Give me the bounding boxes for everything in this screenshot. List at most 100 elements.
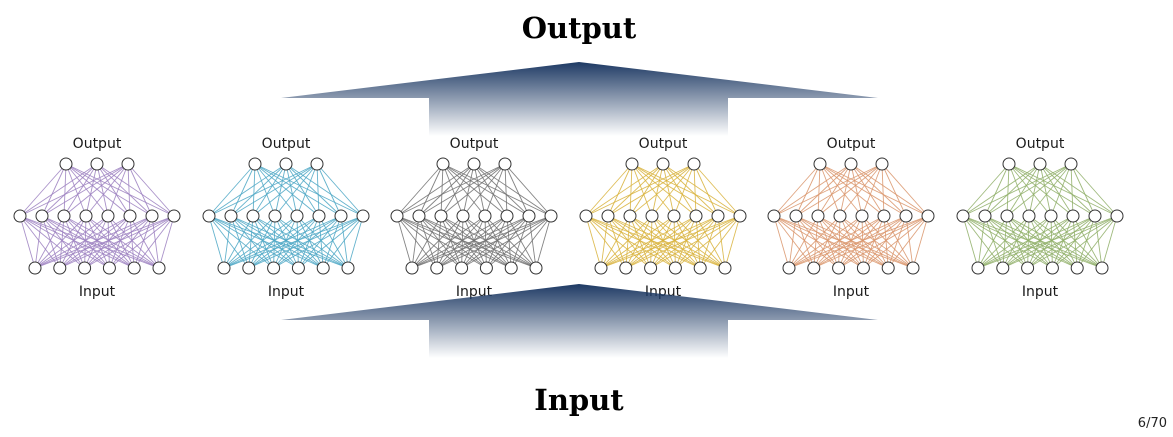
- network-output-label: Output: [1016, 136, 1065, 152]
- hidden-node: [921, 209, 935, 223]
- edge-output-hidden: [662, 163, 697, 217]
- edge-output-hidden: [316, 163, 342, 217]
- edge-hidden-input: [41, 215, 61, 269]
- edge-hidden-input: [813, 215, 907, 269]
- edge-hidden-input: [396, 215, 413, 269]
- edge-hidden-input: [107, 215, 135, 269]
- edge-hidden-input: [788, 215, 885, 269]
- edge-hidden-input: [208, 215, 250, 269]
- edge-hidden-input: [887, 215, 907, 269]
- edge-hidden-input: [813, 215, 885, 269]
- hidden-node: [334, 209, 348, 223]
- edge-hidden-input: [411, 215, 486, 269]
- hidden-node: [35, 209, 49, 223]
- input-node: [267, 261, 281, 275]
- edge-hidden-input: [724, 215, 741, 269]
- edge-output-hidden: [19, 163, 129, 217]
- edge-output-hidden: [442, 163, 486, 217]
- edge-hidden-input: [396, 215, 487, 269]
- edge-hidden-input: [675, 215, 719, 269]
- edge-hidden-input: [773, 215, 815, 269]
- edge-hidden-input: [248, 215, 342, 269]
- edge-hidden-input: [795, 215, 889, 269]
- input-node: [341, 261, 355, 275]
- edge-output-hidden: [254, 163, 276, 217]
- edge-output-hidden: [208, 163, 318, 217]
- input-node: [996, 261, 1010, 275]
- edge-hidden-input: [788, 215, 929, 269]
- edge-hidden-input: [396, 215, 438, 269]
- edge-hidden-input: [607, 215, 627, 269]
- edge-output-hidden: [462, 163, 506, 217]
- hidden-node: [101, 209, 115, 223]
- edge-hidden-input: [1072, 215, 1103, 269]
- edge-output-hidden: [107, 163, 129, 217]
- edge-output-hidden: [396, 163, 444, 217]
- edge-hidden-input: [462, 215, 537, 269]
- edge-hidden-input: [34, 215, 65, 269]
- output-node: [1064, 157, 1078, 171]
- hidden-node: [1022, 209, 1036, 223]
- edge-hidden-input: [675, 215, 741, 269]
- edge-hidden-input: [788, 215, 797, 269]
- edge-hidden-input: [861, 215, 914, 269]
- edge-output-hidden: [19, 163, 67, 217]
- edge-hidden-input: [695, 215, 726, 269]
- input-node: [430, 261, 444, 275]
- output-node: [625, 157, 639, 171]
- edge-hidden-input: [396, 215, 462, 269]
- input-node: [127, 261, 141, 275]
- network-edges: [208, 163, 364, 269]
- edge-hidden-input: [600, 215, 653, 269]
- edge-hidden-input: [600, 215, 719, 269]
- edge-hidden-input: [318, 215, 349, 269]
- edge-output-hidden: [440, 163, 506, 217]
- edge-hidden-input: [298, 215, 342, 269]
- edge-hidden-input: [629, 215, 726, 269]
- hidden-node: [434, 209, 448, 223]
- edge-hidden-input: [1052, 215, 1118, 269]
- edge-hidden-input: [673, 215, 726, 269]
- edge-hidden-input: [506, 215, 537, 269]
- edge-hidden-input: [1072, 215, 1078, 269]
- edge-hidden-input: [84, 215, 109, 269]
- edge-hidden-input: [510, 215, 530, 269]
- edge-output-hidden: [607, 163, 695, 217]
- edge-output-hidden: [230, 163, 256, 217]
- edge-hidden-input: [838, 215, 929, 269]
- edge-output-hidden: [127, 163, 153, 217]
- edge-output-hidden: [127, 163, 175, 217]
- edge-hidden-input: [962, 215, 1028, 269]
- edge-hidden-input: [1006, 215, 1103, 269]
- edge-hidden-input: [1027, 215, 1096, 269]
- edge-output-hidden: [773, 163, 821, 217]
- edge-hidden-input: [486, 215, 552, 269]
- edge-hidden-input: [484, 215, 537, 269]
- edge-hidden-input: [297, 215, 320, 269]
- hidden-node: [579, 209, 593, 223]
- hidden-node: [412, 209, 426, 223]
- edge-hidden-input: [773, 215, 790, 269]
- edge-output-hidden: [673, 163, 695, 217]
- edge-hidden-input: [813, 215, 841, 269]
- edge-hidden-input: [1028, 215, 1078, 269]
- edge-hidden-input: [347, 215, 364, 269]
- edge-hidden-input: [1027, 215, 1118, 269]
- edge-output-hidden: [418, 163, 506, 217]
- hidden-node: [312, 209, 326, 223]
- edge-hidden-input: [59, 215, 175, 269]
- edge-hidden-input: [440, 215, 487, 269]
- edge-hidden-input: [59, 215, 153, 269]
- edge-output-hidden: [285, 163, 342, 217]
- edge-hidden-input: [1050, 215, 1078, 269]
- edge-hidden-input: [1002, 215, 1008, 269]
- edge-hidden-input: [883, 215, 889, 269]
- edge-output-hidden: [252, 163, 318, 217]
- edge-hidden-input: [411, 215, 464, 269]
- hidden-node: [522, 209, 536, 223]
- edge-hidden-input: [1006, 215, 1053, 269]
- edge-hidden-input: [984, 215, 1028, 269]
- edge-hidden-input: [461, 215, 486, 269]
- edge-output-hidden: [274, 163, 318, 217]
